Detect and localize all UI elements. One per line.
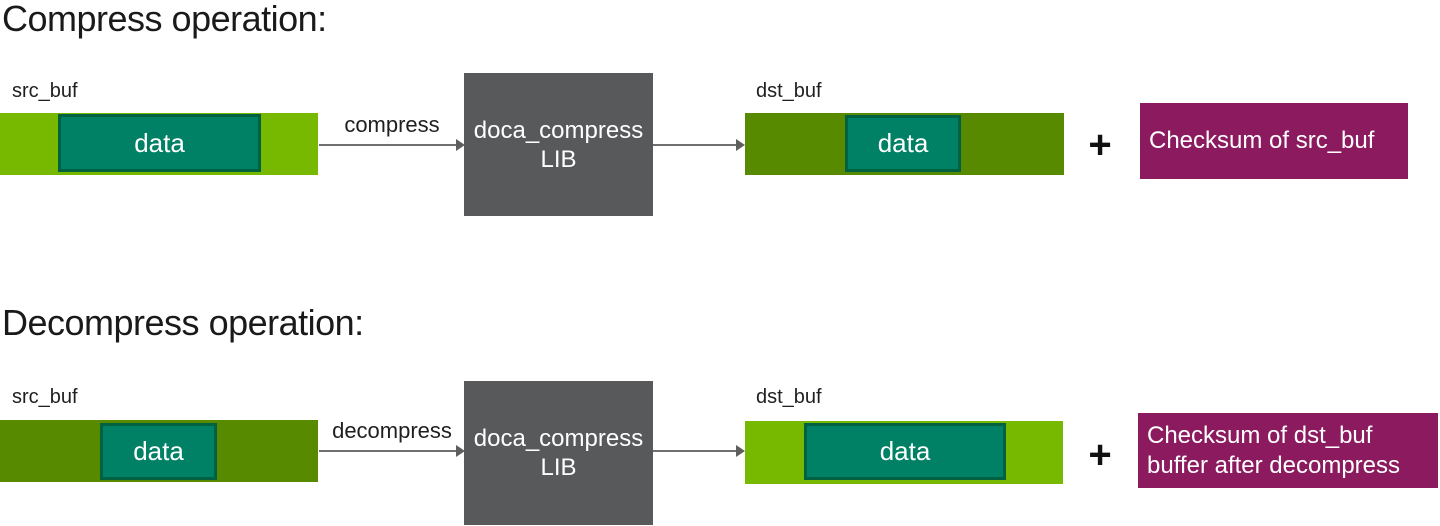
decompress-doca-lib-box: doca_compress LIB (464, 381, 653, 525)
decompress-arrow-label: decompress (332, 418, 452, 443)
compress-checksum-label: Checksum of src_buf (1149, 127, 1375, 154)
decompress-section-title: Decompress operation: (2, 302, 364, 343)
compress-src-buf-label: src_buf (12, 80, 78, 102)
arrow-line (653, 450, 737, 452)
decompress-output-arrow (653, 444, 745, 458)
decompress-src-buf-label: src_buf (12, 386, 78, 408)
arrow-head-icon (736, 445, 745, 457)
compress-checksum-box: Checksum of src_buf (1140, 103, 1408, 179)
compress-src-data-label: data (134, 127, 185, 158)
compress-src-data-box: data (58, 114, 261, 172)
decompress-dst-data-label: data (879, 436, 931, 466)
decompress-src-data-label: data (133, 436, 184, 466)
compress-arrow-label: compress (344, 112, 440, 137)
compress-output-arrow (653, 138, 745, 152)
compress-dst-buf-label: dst_buf (756, 80, 822, 102)
compress-section-title: Compress operation: (2, 0, 327, 39)
arrow-line (319, 144, 457, 146)
decompress-dst-data-box: data (804, 423, 1006, 480)
arrow-head-icon (456, 139, 465, 151)
decompress-dst-buf-label: dst_buf (756, 386, 822, 408)
compress-plus-sign: + (1088, 122, 1112, 167)
compress-dst-data-label: data (877, 128, 929, 158)
arrow-head-icon (736, 139, 745, 151)
decompress-checksum-label: Checksum of dst_buf buffer after decompr… (1147, 421, 1401, 479)
decompress-src-data-box: data (100, 423, 217, 480)
decompress-input-arrow (319, 444, 465, 458)
arrow-line (319, 450, 457, 452)
decompress-plus-sign: + (1088, 432, 1112, 477)
compress-dst-data-box: data (845, 115, 961, 172)
arrow-head-icon (456, 445, 465, 457)
compress-input-arrow (319, 138, 465, 152)
decompress-checksum-box: Checksum of dst_buf buffer after decompr… (1138, 413, 1438, 488)
arrow-line (653, 144, 737, 146)
compress-doca-lib-box: doca_compress LIB (464, 73, 653, 216)
